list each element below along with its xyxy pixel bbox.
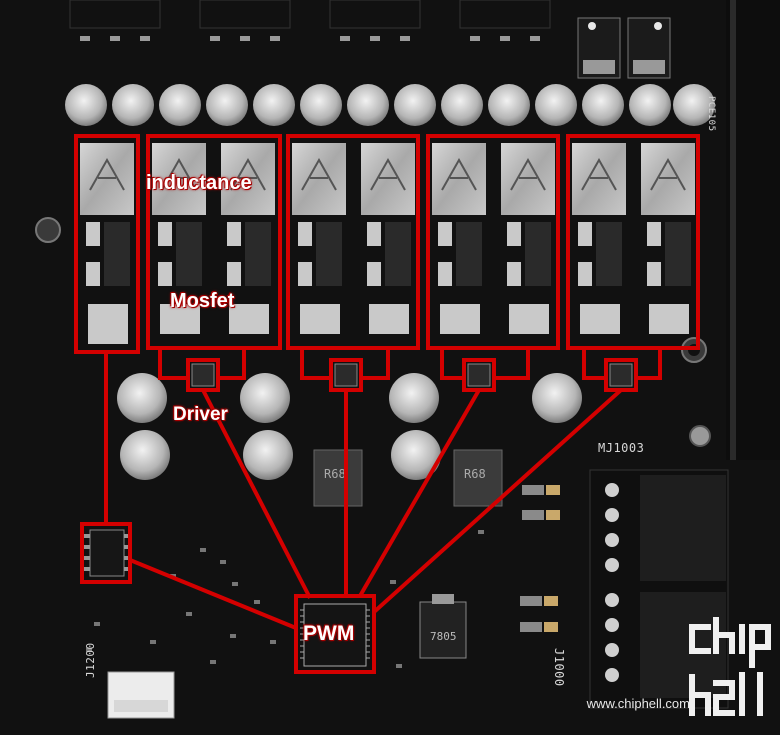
silk-j1200: J1200 xyxy=(84,642,97,678)
inductor-text: R68 xyxy=(324,467,346,481)
phase-box-3 xyxy=(286,134,420,350)
pwm-box xyxy=(294,594,376,674)
pwm-chip xyxy=(303,603,367,667)
label-mosfet: Mosfet xyxy=(170,290,235,312)
label-pwm: PWM xyxy=(303,622,355,645)
regulator-label: 7805 xyxy=(430,630,457,643)
capacitor-row-top xyxy=(65,84,715,126)
label-inductance: inductance xyxy=(146,172,252,194)
inductor-lower xyxy=(313,449,363,507)
annotation-overlay xyxy=(74,134,700,674)
silk-j1000: J1000 xyxy=(552,648,566,687)
watermark-url: www.chiphell.com xyxy=(586,696,690,711)
phase-box-5 xyxy=(566,134,700,350)
connection-lines xyxy=(129,388,623,630)
silk-mj1003: MJ1003 xyxy=(598,441,645,455)
svg-text:R68: R68 xyxy=(464,467,486,481)
silk-pce105: PCE105 xyxy=(706,96,716,132)
capacitor-row-bottom xyxy=(117,373,582,480)
chiphell-logo xyxy=(689,617,771,716)
phase-box-2 xyxy=(146,134,282,350)
label-driver: Driver xyxy=(173,404,228,425)
phase-box-4 xyxy=(426,134,560,350)
